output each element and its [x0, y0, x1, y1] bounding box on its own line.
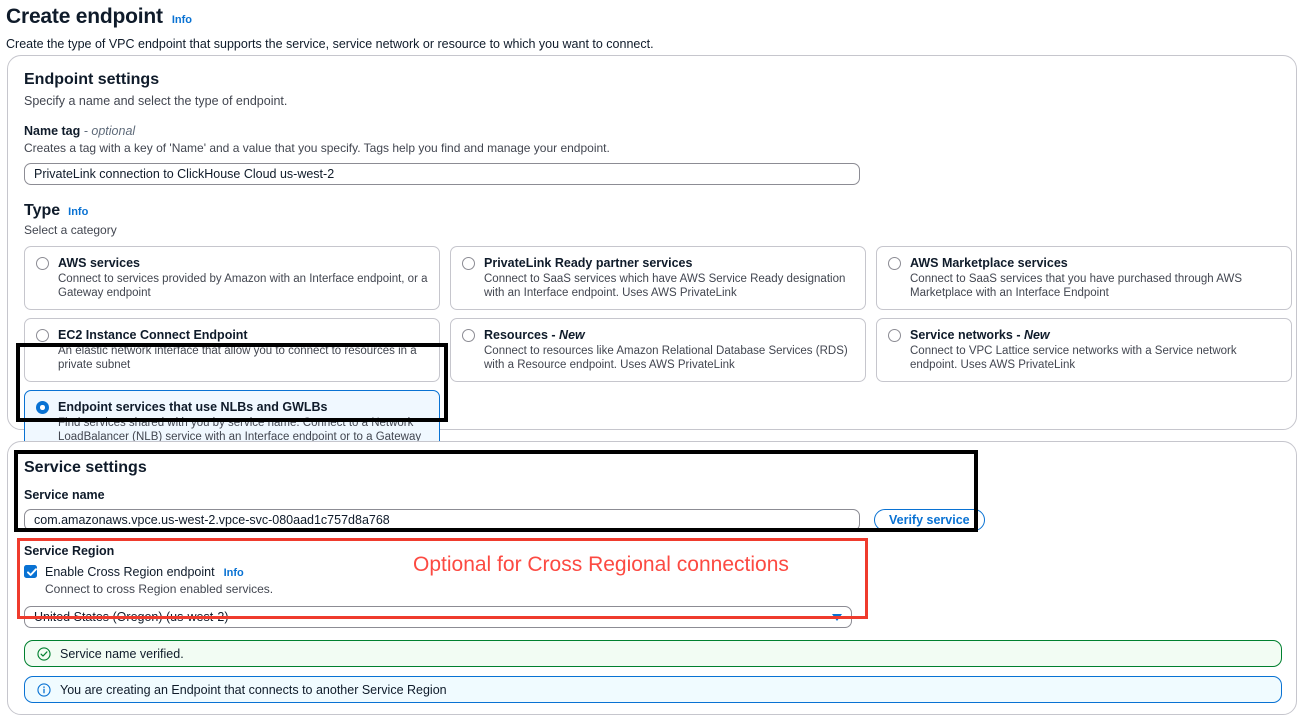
endpoint-settings-description: Specify a name and select the type of en… [24, 94, 288, 108]
type-option-description: Connect to services provided by Amazon w… [58, 273, 428, 299]
enable-cross-region-label: Enable Cross Region endpoint [45, 565, 215, 579]
check-icon [26, 568, 37, 576]
enable-cross-region-checkbox[interactable] [24, 565, 37, 578]
enable-cross-region-description: Connect to cross Region enabled services… [45, 582, 274, 596]
type-option-title-text: Resources [484, 328, 548, 342]
name-tag-description: Creates a tag with a key of 'Name' and a… [24, 141, 610, 155]
page-title: Create endpoint [6, 5, 163, 28]
service-name-input[interactable]: com.amazonaws.vpce.us-west-2.vpce-svc-08… [24, 509, 860, 531]
service-name-label: Service name [24, 488, 105, 502]
alert-info-message: You are creating an Endpoint that connec… [60, 682, 447, 697]
new-badge: New [1023, 328, 1050, 342]
type-option-title: EC2 Instance Connect Endpoint [58, 328, 248, 342]
service-settings-panel: Service settings Service name com.amazon… [7, 441, 1297, 715]
endpoint-settings-panel: Endpoint settings Specify a name and sel… [7, 55, 1297, 468]
type-info-link[interactable]: Info [68, 206, 89, 218]
type-option-title: AWS Marketplace services [910, 256, 1068, 270]
radio-icon[interactable] [36, 257, 49, 270]
type-option-description: Connect to SaaS services that you have p… [910, 273, 1242, 299]
radio-icon[interactable] [462, 257, 475, 270]
check-circle-icon [37, 646, 51, 661]
name-tag-input[interactable]: PrivateLink connection to ClickHouse Clo… [24, 163, 860, 185]
type-option-description: Connect to VPC Lattice service networks … [910, 345, 1237, 371]
page-description: Create the type of VPC endpoint that sup… [6, 37, 654, 51]
type-option-description: An elastic network interface that allow … [58, 345, 417, 371]
type-option-3[interactable]: EC2 Instance Connect Endpoint An elastic … [24, 318, 440, 382]
verify-service-button[interactable]: Verify service [874, 509, 985, 531]
type-option-description: Connect to resources like Amazon Relatio… [484, 345, 848, 371]
type-description: Select a category [24, 223, 117, 237]
type-option-title: AWS services [58, 256, 140, 270]
name-tag-label: Name tag - optional [24, 123, 1280, 139]
radio-icon[interactable] [36, 329, 49, 342]
page-header: Create endpoint Info Create the type of … [0, 0, 1304, 52]
cross-region-info-link[interactable]: Info [223, 567, 244, 579]
radio-icon[interactable] [36, 401, 49, 414]
new-badge: New [559, 328, 585, 342]
type-option-title-text: Service networks [910, 328, 1013, 342]
type-option-title: Endpoint services that use NLBs and GWLB… [58, 400, 328, 414]
type-label: Type [24, 202, 61, 219]
page-info-link[interactable]: Info [171, 14, 193, 26]
type-option-description: Connect to SaaS services which have AWS … [484, 273, 846, 299]
chevron-down-icon [832, 613, 842, 621]
radio-icon[interactable] [888, 257, 901, 270]
type-option-title: PrivateLink Ready partner services [484, 256, 693, 270]
alert-success-message: Service name verified. [60, 646, 184, 661]
name-tag-optional-suffix: - optional [83, 124, 136, 138]
endpoint-settings-title: Endpoint settings [24, 71, 160, 88]
alert-cross-region-info: You are creating an Endpoint that connec… [24, 676, 1282, 703]
service-region-select[interactable]: United States (Oregon) (us-west-2) [24, 606, 852, 628]
service-region-label: Service Region [24, 544, 115, 558]
radio-icon[interactable] [888, 329, 901, 342]
service-region-selected-value: United States (Oregon) (us-west-2) [34, 610, 229, 624]
type-option-title: Service networks - New [910, 328, 1050, 342]
name-tag-label-text: Name tag [24, 124, 81, 138]
alert-service-name-verified: Service name verified. [24, 640, 1282, 667]
radio-icon[interactable] [462, 329, 475, 342]
info-circle-icon [37, 682, 51, 697]
annotation-cross-region-note: Optional for Cross Regional connections [413, 553, 789, 576]
service-settings-title: Service settings [24, 459, 147, 476]
type-option-title: Resources - New [484, 328, 585, 342]
